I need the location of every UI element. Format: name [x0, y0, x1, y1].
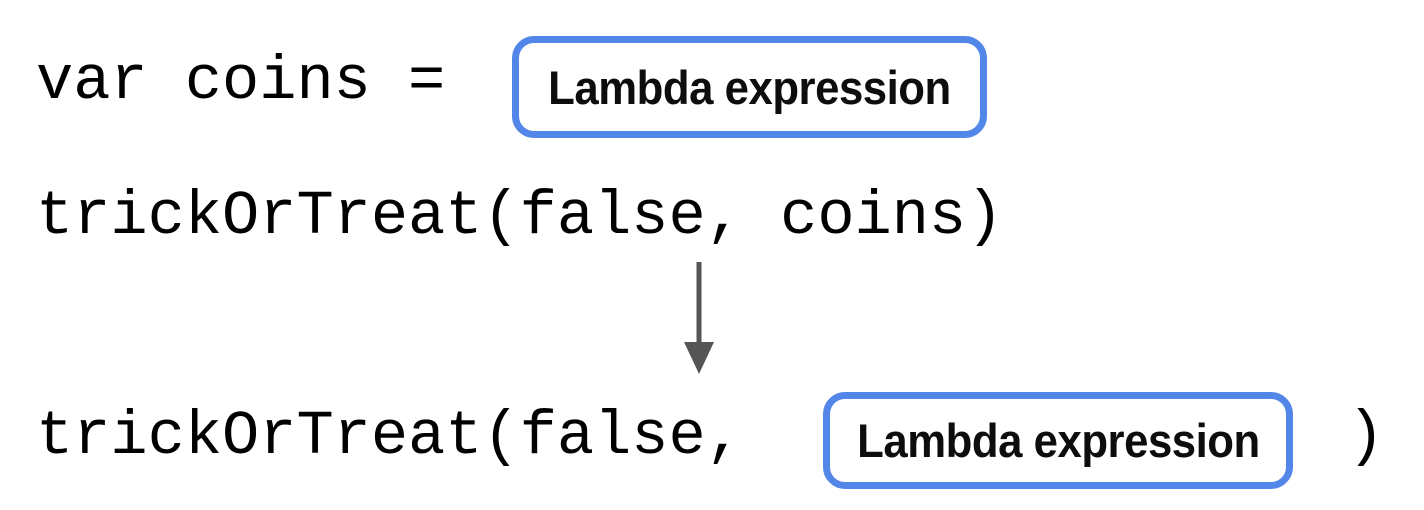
lambda-expression-label: Lambda expression [548, 60, 951, 114]
lambda-expression-box-1[interactable]: Lambda expression [512, 36, 987, 138]
downward-arrow-icon [684, 262, 714, 374]
arrow-head [684, 342, 714, 374]
code-line-3-suffix: ) [1310, 401, 1385, 472]
lambda-expression-box-2[interactable]: Lambda expression [823, 392, 1293, 489]
code-line-3: trickOrTreat(false, [36, 406, 780, 468]
code-line-3-prefix: trickOrTreat(false, [36, 401, 781, 472]
lambda-expression-label: Lambda expression [856, 414, 1260, 467]
code-line-2: trickOrTreat(false, coins) [36, 181, 1004, 252]
code-line-1: var coins = [36, 46, 483, 117]
